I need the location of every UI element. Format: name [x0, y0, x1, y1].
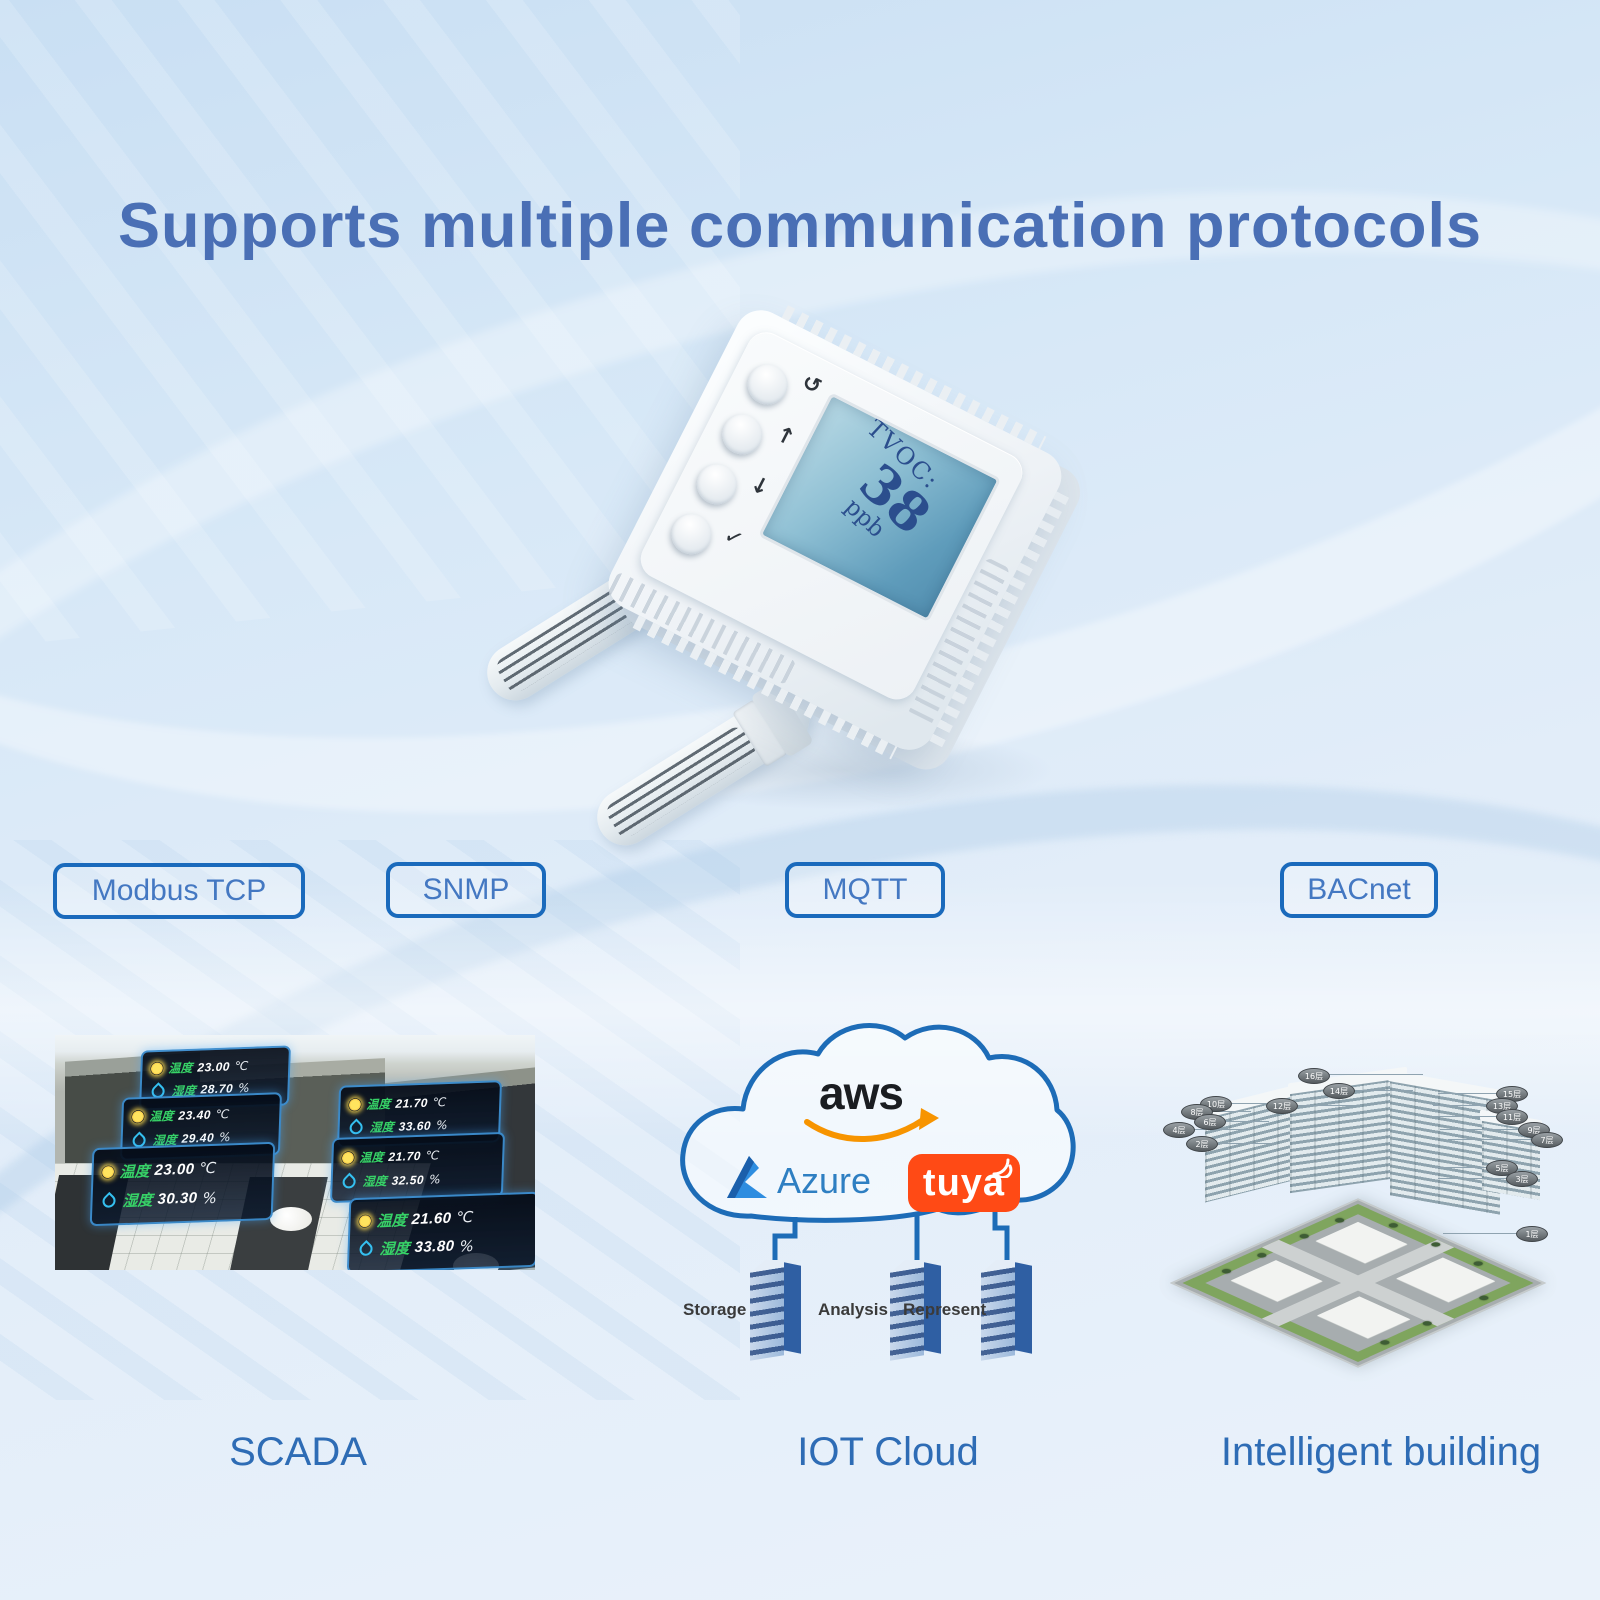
server-side [1015, 1262, 1032, 1354]
site-plan [1169, 1198, 1547, 1368]
aws-logo: aws [819, 1067, 904, 1119]
device-key-down [689, 457, 744, 512]
temp-unit: ℃ [215, 1106, 230, 1122]
hum-unit: % [202, 1188, 218, 1208]
floor-badge: 16层 [1298, 1068, 1330, 1084]
temp-value: 21.70 [395, 1095, 429, 1111]
hum-label: 湿度 [379, 1239, 410, 1259]
tuya-text: tuya [922, 1161, 1006, 1204]
tuya-logo: tuya [908, 1154, 1020, 1212]
hum-value: 30.30 [157, 1189, 198, 1209]
temp-value: 21.70 [388, 1148, 422, 1164]
caption-intelligent-building: Intelligent building [1220, 1430, 1542, 1474]
return-arrow-icon: ↺ [797, 369, 826, 401]
temp-label: 温度 [149, 1109, 174, 1125]
temp-value: 21.60 [411, 1209, 452, 1228]
checkmark-icon: ✓ [719, 522, 748, 554]
floor-badge: 12层 [1266, 1098, 1298, 1114]
device-key-up [715, 407, 770, 462]
floor-badge: 6层 [1194, 1114, 1226, 1130]
temp-unit: ℃ [425, 1147, 440, 1163]
caption-iot-cloud: IOT Cloud [797, 1430, 979, 1474]
tuya-wifi-icon [992, 1158, 1013, 1178]
protocol-label: Modbus TCP [91, 874, 267, 907]
sun-icon [358, 1214, 372, 1228]
lcd-readout: TVOC: 38 ppb [788, 392, 990, 588]
temp-label: 温度 [376, 1210, 407, 1230]
azure-logo: Azure [777, 1160, 872, 1201]
protocol-badge-bacnet[interactable]: BACnet [1280, 862, 1438, 918]
caption-scada: SCADA [229, 1430, 367, 1474]
dome-light [270, 1207, 312, 1231]
page-title: Supports multiple communication protocol… [117, 191, 1483, 261]
iot-cloud-figure: aws Azure tuya Storage Analysis Represen… [655, 1008, 1085, 1361]
sun-icon [348, 1098, 362, 1112]
device-body: ↺ ↑ ↓ ✓ TVOC: 38 ppb [599, 301, 1071, 760]
server-label-storage: Storage [683, 1300, 747, 1319]
temp-label: 温度 [119, 1161, 150, 1181]
protocol-badge-snmp[interactable]: SNMP [386, 862, 546, 918]
server-side [784, 1262, 801, 1354]
protocol-label: MQTT [822, 873, 908, 906]
device-key-confirm [664, 507, 719, 562]
temp-label: 温度 [366, 1096, 391, 1112]
protocol-label: BACnet [1307, 873, 1411, 906]
floor-badge: 1层 [1516, 1226, 1548, 1242]
temp-value: 23.00 [197, 1059, 231, 1075]
hum-unit: % [435, 1117, 448, 1132]
temp-label: 温度 [168, 1061, 193, 1076]
aws-smile-icon [804, 1117, 926, 1142]
floor-badge: 2层 [1186, 1136, 1218, 1152]
hum-label: 湿度 [362, 1174, 387, 1189]
protocol-label: SNMP [422, 873, 510, 906]
droplet-icon [339, 1172, 359, 1192]
temp-value: 23.00 [154, 1160, 195, 1179]
down-arrow-icon: ↓ [745, 471, 774, 502]
temp-unit: ℃ [456, 1208, 474, 1227]
hum-label: 湿度 [369, 1119, 394, 1135]
hum-value: 33.60 [398, 1118, 432, 1134]
server-front [750, 1267, 784, 1361]
floor-badge: 14层 [1323, 1083, 1355, 1099]
intelligent-building-figure: 16层 14层 12层 10层 8层 6层 4层 2层 15层 13层 11层 … [1150, 1030, 1570, 1370]
server-tower-represent [981, 1260, 1035, 1361]
protocol-badge-modbus-tcp[interactable]: Modbus TCP [53, 863, 305, 919]
server-label-represent: Represent [903, 1300, 987, 1319]
sun-icon [131, 1110, 145, 1124]
floor-badge: 7层 [1531, 1132, 1563, 1148]
droplet-icon [99, 1192, 119, 1211]
hum-unit: % [459, 1236, 475, 1256]
server-label-analysis: Analysis [818, 1300, 888, 1319]
server-tower-storage [750, 1260, 804, 1361]
hum-label: 湿度 [122, 1191, 153, 1211]
hum-unit: % [428, 1171, 441, 1187]
temp-value: 23.40 [178, 1107, 212, 1123]
sun-icon [150, 1062, 164, 1076]
up-arrow-icon: ↑ [771, 421, 800, 453]
floor-badge: 4层 [1163, 1122, 1195, 1138]
sun-icon [341, 1151, 355, 1165]
temp-label: 温度 [359, 1150, 384, 1166]
protocol-badge-mqtt[interactable]: MQTT [785, 862, 945, 918]
hum-value: 32.50 [391, 1172, 425, 1188]
temp-unit: ℃ [432, 1094, 447, 1110]
floor-badge: 5层 [1486, 1160, 1518, 1176]
sensor-device-photo: ↺ ↑ ↓ ✓ TVOC: 38 ppb [476, 300, 1145, 910]
temp-unit: ℃ [199, 1158, 217, 1178]
sun-icon [101, 1165, 115, 1179]
temp-unit: ℃ [234, 1058, 249, 1074]
floor-badge: 11层 [1496, 1109, 1528, 1125]
floor-badge: 3层 [1506, 1171, 1538, 1187]
hum-value: 33.80 [414, 1237, 455, 1257]
droplet-icon [356, 1240, 376, 1259]
droplet-icon [346, 1118, 366, 1137]
device-key-return [740, 357, 795, 412]
